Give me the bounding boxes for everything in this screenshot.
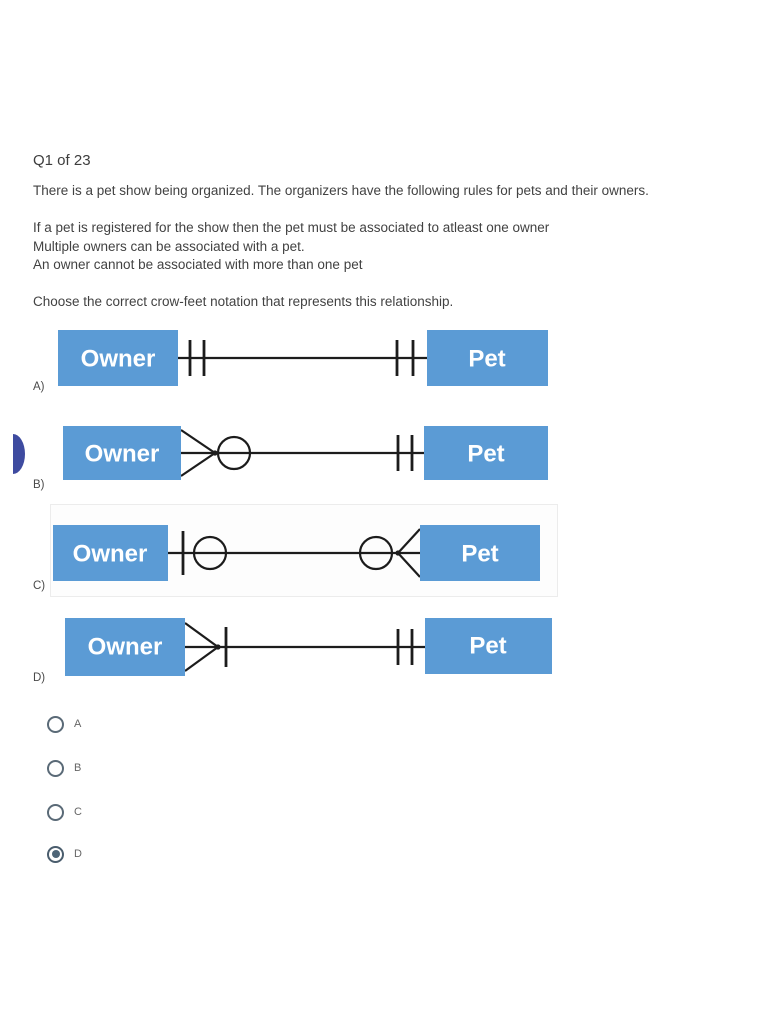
rule-line: An owner cannot be associated with more … [33,257,363,272]
radio-circle[interactable] [47,845,64,863]
rule-line: Multiple owners can be associated with a… [33,238,305,254]
option-d-diagram: Owner Pet [65,616,552,678]
option-c-erd: Owner Pet [53,525,540,581]
radio-option-a[interactable]: A [47,714,81,734]
entity-box-owner [53,525,168,581]
question-rules: If a pet is registered for the show then… [33,219,549,275]
radio-label: A [74,718,82,730]
radio-option-b[interactable]: B [47,758,81,778]
radio-label: B [74,762,82,774]
entity-label-owner: Owner [85,441,160,468]
entity-label-owner: Owner [81,346,156,373]
radio-option-c[interactable]: C [47,802,82,822]
entity-box-owner [58,330,178,386]
entity-label-owner: Owner [88,634,163,661]
option-a-erd: Owner Pet [58,330,548,386]
entity-box-pet [420,525,540,581]
option-b-erd: Owner Pet [63,426,548,480]
option-c-diagram: Owner Pet [53,522,543,584]
entity-box-pet [424,426,548,480]
radio-circle[interactable] [47,715,64,733]
radio-label: D [74,848,82,860]
entity-box-pet [425,618,552,674]
entity-box-owner [63,426,181,480]
radio-circle[interactable] [47,803,64,821]
radio-label: C [74,806,82,818]
option-d-letter: D) [33,672,46,684]
rule-line: If a pet is registered for the show then… [33,220,550,235]
question-intro: There is a pet show being organized. The… [33,183,649,198]
option-d-erd: Owner Pet [65,618,552,676]
entity-label-pet: Pet [468,346,505,373]
entity-box-pet [427,330,548,386]
option-a-letter: A) [33,381,45,393]
option-a-diagram: Owner Pet [58,329,548,387]
option-b-diagram: Owner Pet [63,425,549,481]
entity-label-owner: Owner [73,541,148,568]
option-c-letter: C) [33,580,46,592]
radio-option-d[interactable]: D [47,844,82,864]
entity-label-pet: Pet [461,541,498,568]
entity-label-pet: Pet [469,633,506,660]
question-counter: Q1 of 23 [33,152,91,169]
entity-label-pet: Pet [467,441,504,468]
edge-handle[interactable] [13,434,25,474]
entity-box-owner [65,618,185,676]
option-b-letter: B) [33,479,45,491]
radio-circle[interactable] [47,759,64,777]
question-prompt: Choose the correct crow-feet notation th… [33,294,454,309]
